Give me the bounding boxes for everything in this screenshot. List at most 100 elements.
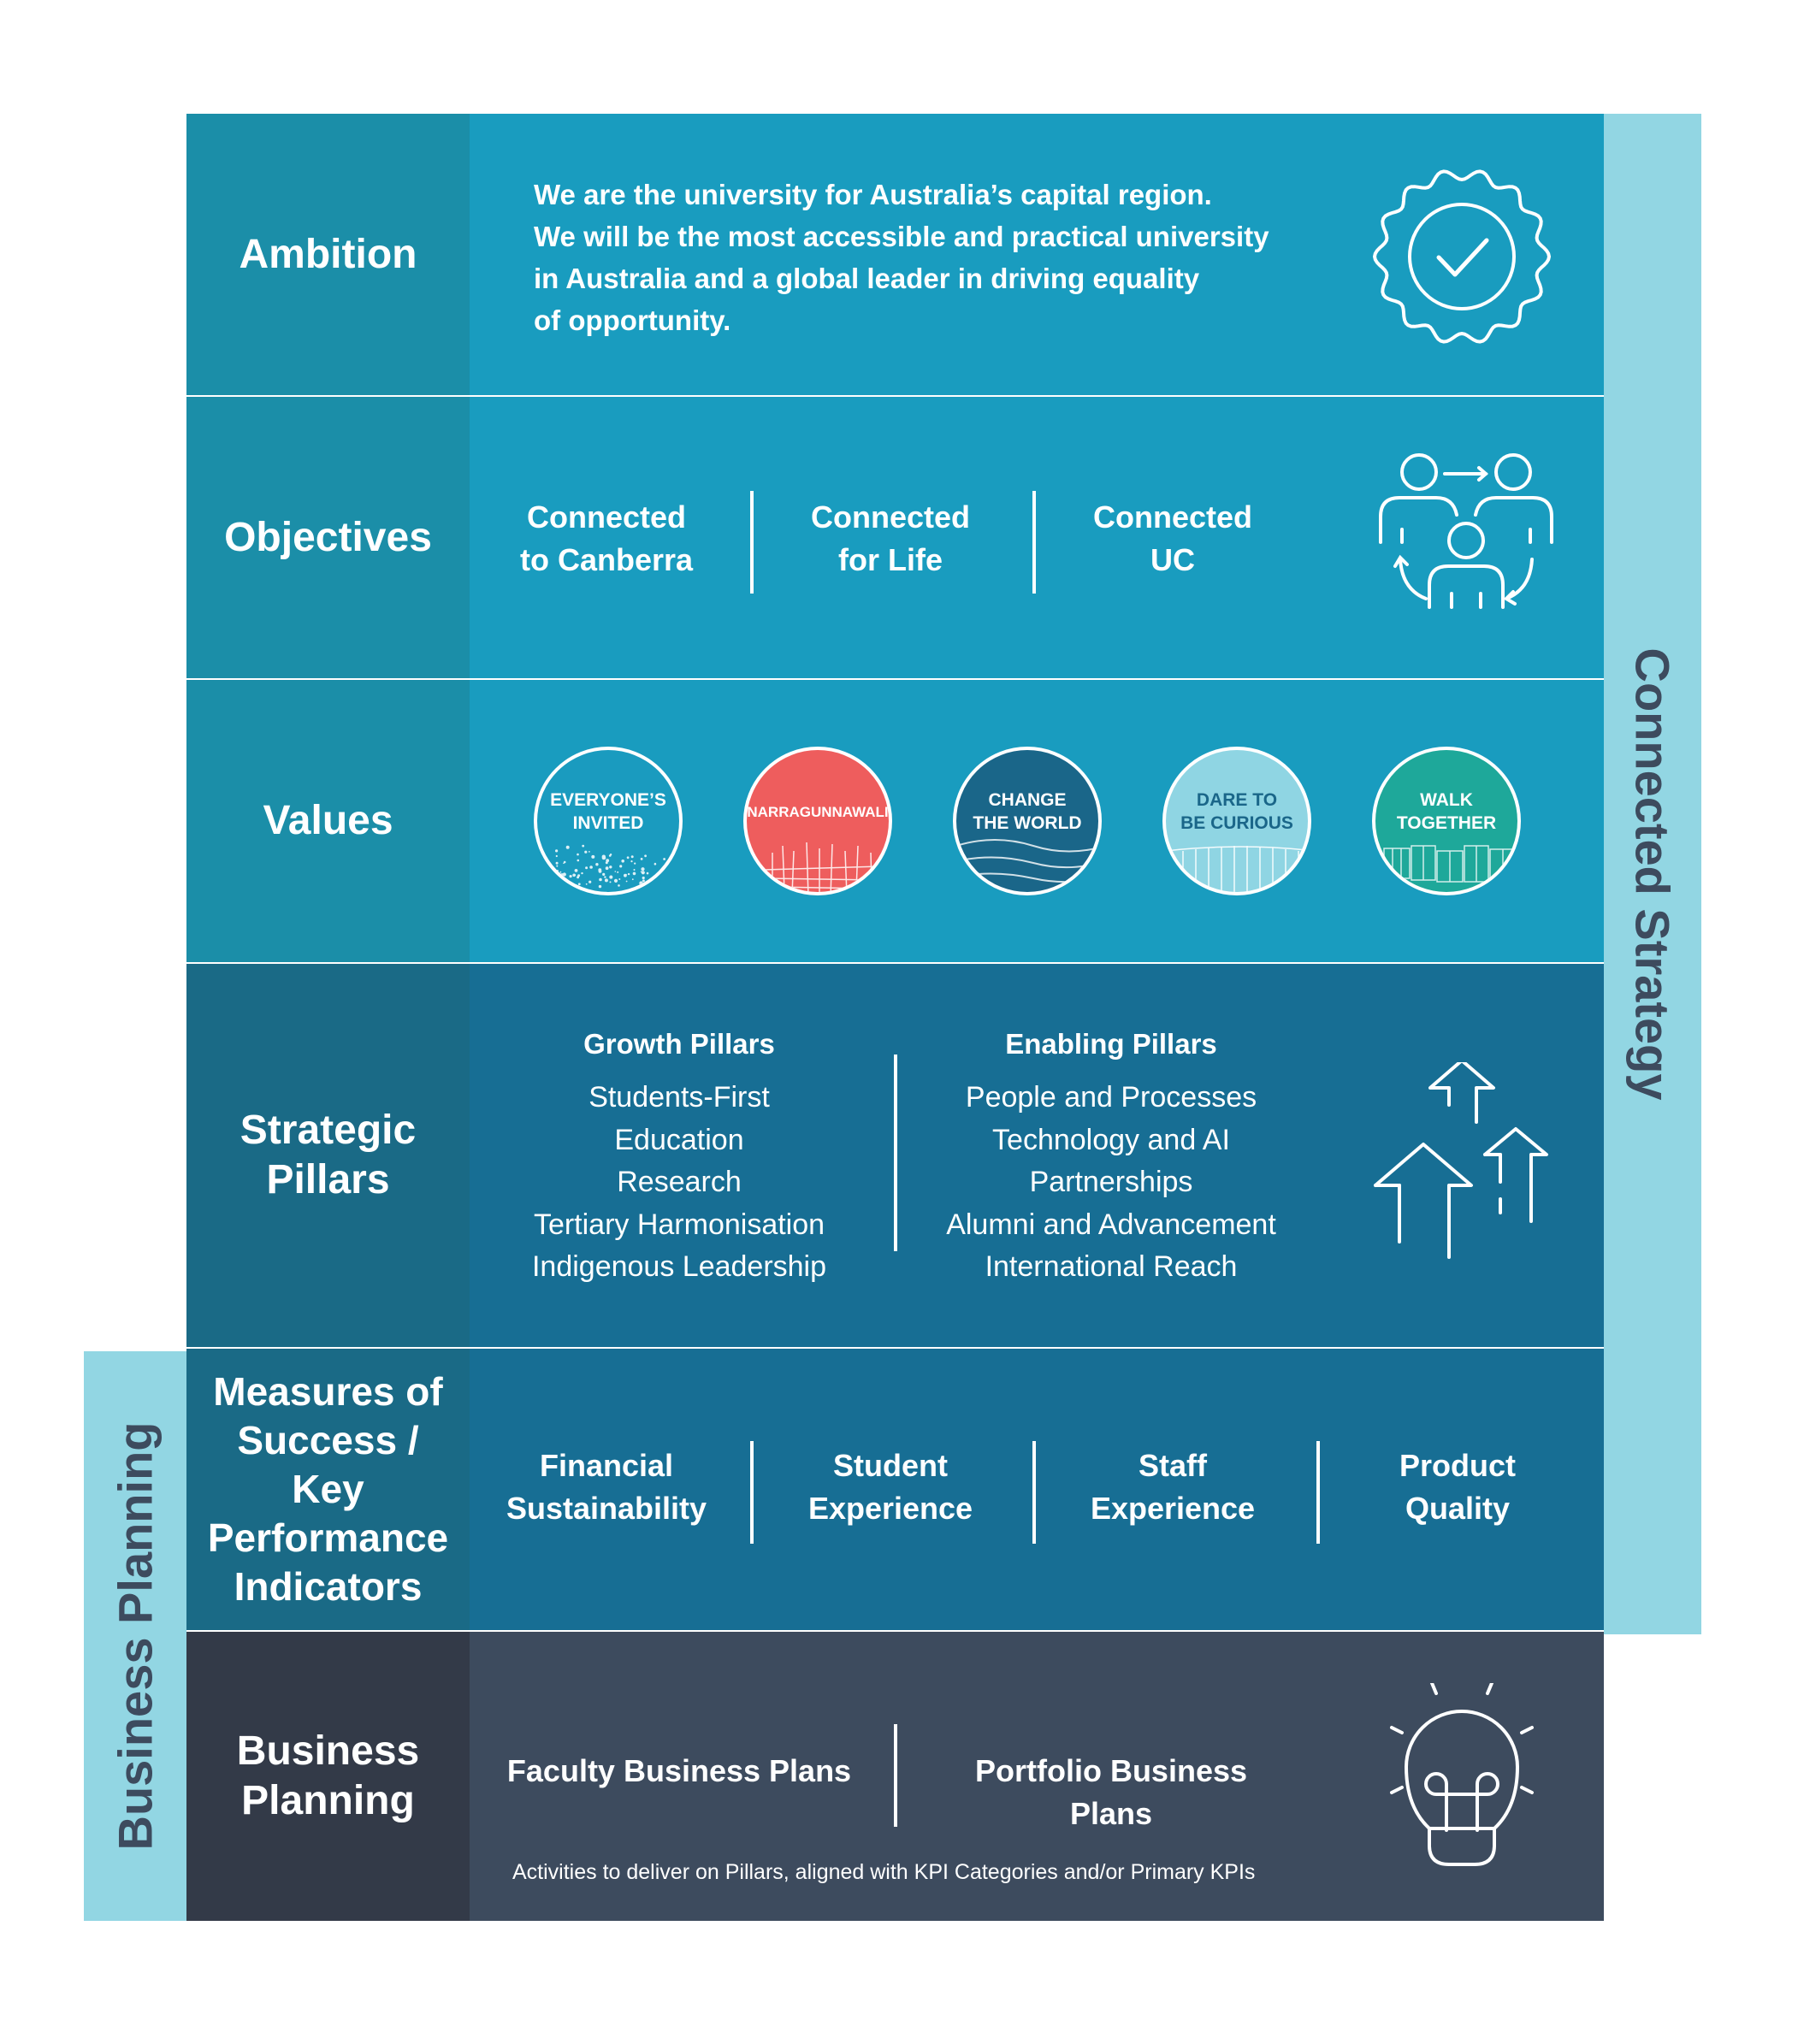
badge-check-icon: [1372, 169, 1552, 344]
kpi-item: Student Experience: [779, 1444, 1002, 1530]
business-planning-bar: [84, 1351, 186, 1921]
texture-waves-icon: [956, 839, 1098, 883]
ambition-text: We are the university for Australia’s ca…: [534, 174, 1269, 341]
objectives-label: Objectives: [186, 397, 470, 678]
kpi-line: Experience: [1090, 1491, 1256, 1526]
objective-line: UC: [1150, 542, 1195, 577]
kpi-divider: [750, 1441, 754, 1544]
growth-pillar-item: Students-First: [588, 1081, 770, 1114]
kpis-label-line: Indicators: [234, 1564, 423, 1609]
pillars-row: Strategic Pillars Growth Pillars Student…: [186, 964, 1604, 1347]
enabling-pillar-item: International Reach: [985, 1250, 1238, 1283]
business-label-line: Business: [236, 1728, 420, 1774]
faculty-business-plans: Faculty Business Plans: [506, 1753, 852, 1788]
enabling-pillar-item: Partnerships: [1029, 1166, 1193, 1198]
objective-item: Connected for Life: [788, 496, 993, 582]
enabling-pillar-item: People and Processes: [965, 1081, 1257, 1114]
objectives-row: Objectives Connected to Canberra Connect…: [186, 397, 1604, 678]
ambition-label: Ambition: [186, 114, 470, 395]
enabling-pillars-title: Enabling Pillars: [1005, 1028, 1217, 1060]
objective-line: Connected: [526, 499, 686, 535]
business-label-line: Planning: [241, 1778, 415, 1823]
arrows-up-icon: [1374, 1062, 1548, 1259]
ambition-content: We are the university for Australia’s ca…: [470, 114, 1604, 395]
kpis-content: Financial Sustainability Student Experie…: [470, 1349, 1604, 1630]
growth-pillar-item: Tertiary Harmonisation: [533, 1208, 825, 1241]
kpi-divider: [1032, 1441, 1036, 1544]
kpi-line: Staff: [1139, 1448, 1207, 1483]
kpis-row: Measures of Success / Key Performance In…: [186, 1349, 1604, 1630]
ambition-row: Ambition We are the university for Austr…: [186, 114, 1604, 395]
ambition-label-text: Ambition: [239, 231, 417, 277]
objectives-label-text: Objectives: [224, 514, 432, 560]
texture-dots-icon: [544, 844, 679, 892]
objective-line: for Life: [838, 542, 943, 577]
value-circle-narragunnawali: NARRAGUNNAWALI: [743, 747, 892, 895]
pillars-divider: [894, 1054, 897, 1251]
growth-pillar-item: Education: [614, 1123, 744, 1156]
business-content: Faculty Business Plans Portfolio Busines…: [470, 1632, 1604, 1921]
kpi-line: Product: [1399, 1448, 1516, 1483]
kpis-label: Measures of Success / Key Performance In…: [186, 1349, 470, 1630]
kpi-line: Financial: [539, 1448, 674, 1483]
kpis-label-line: Performance: [207, 1515, 449, 1560]
kpis-label-line: Measures of: [213, 1369, 443, 1414]
kpi-line: Quality: [1405, 1491, 1511, 1526]
objective-line: to Canberra: [519, 542, 694, 577]
connected-people-icon: [1379, 453, 1553, 609]
enabling-pillars: Enabling Pillars People and Processes Te…: [932, 1024, 1291, 1289]
values-label: Values: [186, 680, 470, 962]
texture-lines-icon: [1166, 846, 1308, 892]
growth-pillars-list: Students-First Education Research Tertia…: [504, 1077, 855, 1289]
ambition-line: We will be the most accessible and pract…: [534, 221, 1269, 252]
texture-grid-icon: [1383, 845, 1517, 883]
pillars-label: Strategic Pillars: [186, 964, 470, 1347]
enabling-pillar-item: Technology and AI: [992, 1123, 1230, 1156]
growth-pillars-title: Growth Pillars: [583, 1028, 775, 1060]
objective-divider: [1032, 491, 1036, 594]
business-label: Business Planning: [186, 1632, 470, 1921]
kpis-label-line: Success / Key: [237, 1418, 419, 1511]
kpi-line: Student: [833, 1448, 948, 1483]
business-note: Activities to deliver on Pillars, aligne…: [512, 1860, 1256, 1884]
kpi-line: Experience: [807, 1491, 973, 1526]
business-row: Business Planning Faculty Business Plans…: [186, 1632, 1604, 1921]
growth-pillar-item: Indigenous Leadership: [531, 1250, 827, 1283]
growth-pillar-item: Research: [617, 1166, 742, 1198]
enabling-pillars-list: People and Processes Technology and AI P…: [932, 1077, 1291, 1289]
kpi-item: Financial Sustainability: [495, 1444, 718, 1530]
pillars-label-line: Strategic: [240, 1108, 417, 1153]
value-label: NARRAGUNNAWALI: [747, 803, 889, 820]
pillars-content: Growth Pillars Students-First Education …: [470, 964, 1604, 1347]
growth-pillars: Growth Pillars Students-First Education …: [504, 1024, 855, 1289]
lightbulb-icon: [1390, 1683, 1534, 1866]
ambition-line: in Australia and a global leader in driv…: [534, 263, 1200, 294]
objective-item: Connected to Canberra: [504, 496, 709, 582]
pillars-label-line: Pillars: [266, 1157, 390, 1202]
business-planning-label: Business Planning: [108, 1421, 163, 1851]
connected-strategy-bar: [1604, 114, 1701, 1634]
enabling-pillar-item: Alumni and Advancement: [946, 1208, 1276, 1241]
business-divider: [894, 1724, 897, 1827]
objective-divider: [750, 491, 754, 594]
kpi-line: Sustainability: [506, 1491, 707, 1526]
values-label-text: Values: [263, 798, 393, 844]
kpi-item: Staff Experience: [1062, 1444, 1284, 1530]
portfolio-business-plans: Portfolio Business Plans: [974, 1753, 1248, 1831]
kpi-divider: [1316, 1441, 1320, 1544]
ambition-line: of opportunity.: [534, 304, 731, 336]
texture-grass-icon: [763, 842, 880, 892]
connected-strategy-label: Connected Strategy: [1625, 647, 1680, 1101]
objective-line: Connected: [1092, 499, 1252, 535]
kpi-item: Product Quality: [1346, 1444, 1569, 1530]
